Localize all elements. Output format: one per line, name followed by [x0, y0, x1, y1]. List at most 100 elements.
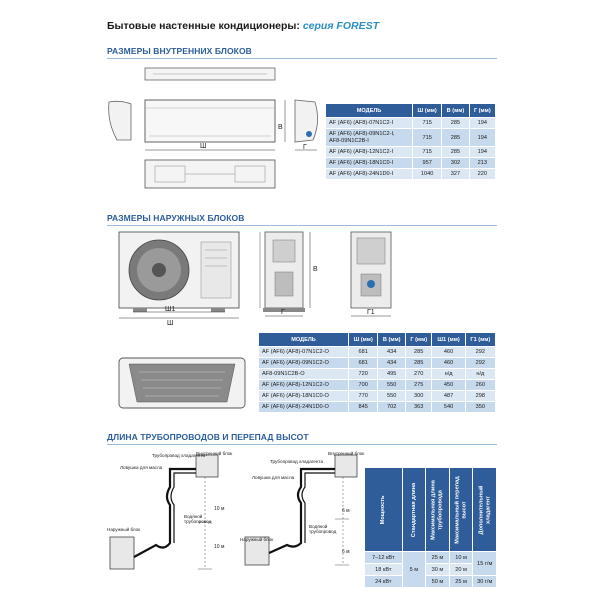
cell-h: 434 — [377, 346, 406, 358]
cell-h: 285 — [441, 128, 470, 147]
outdoor-top-view — [118, 357, 246, 409]
left-label-oil-trap: Ловушка для масла — [120, 465, 163, 470]
piping-header-power: Мощность — [364, 467, 403, 552]
indoor-dim-h: В — [278, 124, 283, 131]
piping-diagram-right — [244, 454, 358, 566]
cell-model: AF (AF6) (AF8)-07N1C2-O — [258, 346, 349, 358]
cell-w: 681 — [347, 357, 379, 369]
cell-model: AF (AF6) (AF8)-18N1C0-I — [325, 157, 413, 169]
cell-d: 194 — [468, 128, 497, 147]
cell-h: 434 — [377, 357, 406, 369]
cell-d: 194 — [468, 117, 497, 129]
cell-max-length: 25 м — [425, 551, 450, 564]
outdoor-header-h: В (мм) — [377, 332, 406, 347]
cell-max-length: 50 м — [425, 575, 450, 588]
outdoor-dim-w: Ш — [167, 320, 174, 327]
indoor-side-view-left — [108, 100, 132, 141]
indoor-dim-w: Ш — [200, 143, 207, 150]
right-height-2: 6 м — [342, 549, 350, 555]
right-label-indoor: Внутренний блок — [328, 451, 365, 456]
cell-d1: 260 — [464, 379, 497, 391]
right-label-water-pipe: Водяной трубопровод — [309, 524, 337, 534]
cell-d: 270 — [404, 368, 433, 380]
cell-d: 275 — [404, 379, 433, 391]
cell-h: 302 — [441, 157, 470, 169]
indoor-table-header: МОДЕЛЬ Ш (мм) В (мм) Г (мм) — [325, 103, 497, 118]
cell-d: 213 — [468, 157, 497, 169]
cell-w: 957 — [411, 157, 443, 169]
cell-d: 363 — [404, 401, 433, 413]
cell-model: AF (AF6) (AF8)-12N1C2-I — [325, 146, 413, 158]
indoor-header-h: В (мм) — [441, 103, 470, 118]
table-row: AF (AF6) (AF8)-24N1D0-O 845 702 363 540 … — [258, 401, 497, 413]
right-height-1: 6 м — [342, 508, 350, 514]
cell-w1: 487 — [431, 390, 466, 402]
table-row: AF (AF6) (AF8)-12N1C2-I 715 285 194 — [325, 146, 497, 158]
cell-w: 715 — [411, 117, 443, 129]
table-row: 24 кВт 50 м 25 м 30 г/м — [364, 575, 497, 588]
cell-extra-refrigerant: 30 г/м — [472, 575, 497, 588]
cell-d1: н/д — [464, 368, 497, 380]
outdoor-side-view-right — [350, 231, 392, 309]
page-title: Бытовые настенные кондиционеры: серия FO… — [107, 20, 379, 32]
outdoor-header-d1: Г1 (мм) — [464, 332, 497, 347]
cell-extra-refrigerant: 15 г/м — [472, 551, 497, 576]
cell-w1: 540 — [431, 401, 466, 413]
piping-diagram-left — [109, 454, 219, 570]
cell-max-height: 20 м — [448, 563, 474, 576]
indoor-front-view — [144, 99, 276, 143]
cell-d: 300 — [404, 390, 433, 402]
cell-d1: 292 — [464, 357, 497, 369]
cell-h: 495 — [377, 368, 406, 380]
indoor-side-view-right — [294, 99, 318, 143]
cell-w: 715 — [411, 146, 443, 158]
cell-w: 845 — [347, 401, 379, 413]
outdoor-spec-table: МОДЕЛЬ Ш (мм) В (мм) Г (мм) Ш1 (мм) Г1 (… — [258, 332, 497, 413]
cell-d: 220 — [468, 168, 497, 180]
cell-w: 715 — [411, 128, 443, 147]
indoor-header-w: Ш (мм) — [411, 103, 443, 118]
table-row: AF (AF6) (AF8)-07N1C2-O 681 434 285 460 … — [258, 346, 497, 358]
table-row: AF (AF6) (AF8)-09N1C2-I, AF8-09N1C2B-I 7… — [325, 128, 497, 147]
section-piping-title: ДЛИНА ТРУБОПРОВОДОВ И ПЕРЕПАД ВЫСОТ — [107, 432, 309, 442]
left-label-water-pipe: Водяной трубопровод — [184, 514, 212, 524]
cell-h: 550 — [377, 379, 406, 391]
cell-max-height: 10 м — [448, 551, 474, 564]
outdoor-header-d: Г (мм) — [404, 332, 433, 347]
piping-header-max-height: Максимальный перепад высот — [448, 467, 474, 552]
cell-model: AF8-09N1C2B-O — [258, 368, 349, 380]
cell-power: 24 кВт — [364, 575, 403, 588]
section-piping-rule — [107, 444, 497, 445]
indoor-header-d: Г (мм) — [468, 103, 497, 118]
cell-w: 1040 — [411, 168, 443, 180]
right-label-outdoor: Наружный блок — [240, 537, 274, 542]
indoor-header-model: МОДЕЛЬ — [325, 103, 413, 118]
cell-d: 194 — [468, 146, 497, 158]
table-row: AF (AF6) (AF8)-12N1C2-O 700 550 275 450 … — [258, 379, 497, 391]
cell-power: 18 кВт — [364, 563, 403, 576]
outdoor-header-model: МОДЕЛЬ — [258, 332, 349, 347]
left-height-1: 10 м — [214, 506, 225, 512]
cell-d1: 292 — [464, 346, 497, 358]
outdoor-dim-w1: Ш1 — [165, 306, 176, 313]
cell-d1: 350 — [464, 401, 497, 413]
cell-model: AF (AF6) (AF8)-24N1D0-I — [325, 168, 413, 180]
section-indoor-title: РАЗМЕРЫ ВНУТРЕННИХ БЛОКОВ — [107, 46, 252, 56]
piping-header-max-length: Максимальная длина трубопровода — [425, 467, 450, 552]
cell-max-length: 30 м — [425, 563, 450, 576]
table-row: AF (AF6) (AF8)-18N1C0-I 957 302 213 — [325, 157, 497, 169]
table-row: AF (AF6) (AF8)-24N1D0-I 1040 327 220 — [325, 168, 497, 180]
cell-model: AF (AF6) (AF8)-12N1C2-O — [258, 379, 349, 391]
outdoor-table-header: МОДЕЛЬ Ш (мм) В (мм) Г (мм) Ш1 (мм) Г1 (… — [258, 332, 497, 347]
table-row: AF (AF6) (AF8)-18N1C0-O 770 550 300 487 … — [258, 390, 497, 402]
outdoor-header-w: Ш (мм) — [347, 332, 379, 347]
cell-w: 720 — [347, 368, 379, 380]
cell-model: AF (AF6) (AF8)-07N1C2-I — [325, 117, 413, 129]
cell-w1: 450 — [431, 379, 466, 391]
cell-h: 327 — [441, 168, 470, 180]
section-outdoor-title: РАЗМЕРЫ НАРУЖНЫХ БЛОКОВ — [107, 213, 245, 223]
piping-header-std-length: Стандартная длина — [401, 467, 427, 552]
table-row: AF (AF6) (AF8)-09N1C2-O 681 434 285 460 … — [258, 357, 497, 369]
cell-w: 681 — [347, 346, 379, 358]
indoor-unit-drawing — [108, 67, 318, 189]
